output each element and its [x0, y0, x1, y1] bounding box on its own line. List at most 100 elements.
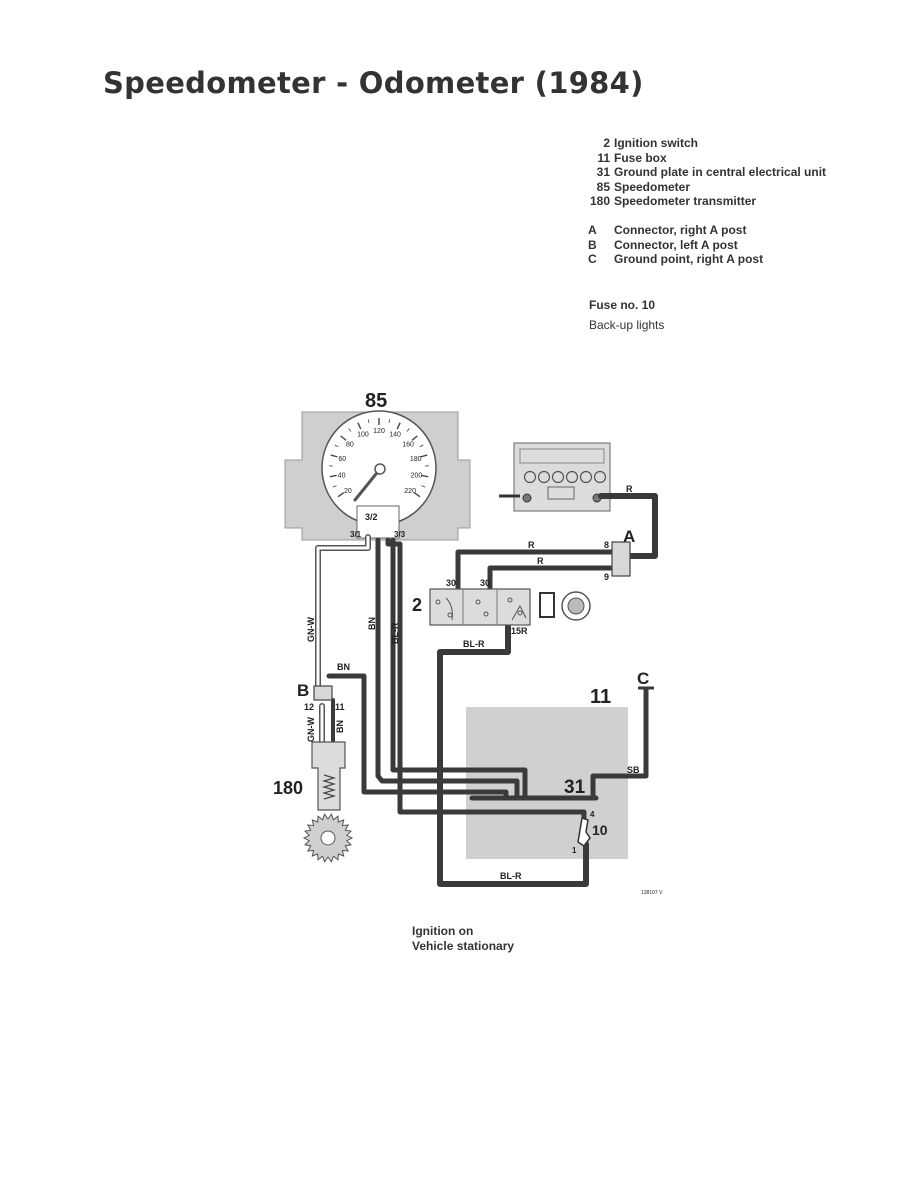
gauge-tick	[332, 485, 337, 488]
gauge-tick-label: 20	[344, 488, 352, 495]
transmitter-coil	[321, 774, 337, 800]
wires	[315, 493, 658, 887]
legend-label: Ground point, right A post	[614, 252, 764, 267]
legend-number: 11	[597, 150, 610, 165]
connector-a-label: A	[623, 527, 635, 546]
wire-label-bn-vertical: BN	[367, 617, 377, 630]
transmitter-number: 180	[273, 778, 303, 798]
pin-label-b-12: 12	[304, 702, 314, 712]
legend-item-fuse-box: 11 Fuse box	[588, 151, 826, 166]
fuse-number-label: Fuse no. 10	[589, 298, 656, 312]
speedometer-needle	[353, 467, 382, 502]
gauge-tick-label: 40	[338, 473, 346, 480]
transmitter-gear	[302, 813, 354, 863]
legend-number: 2	[603, 136, 610, 150]
gauge-tick	[413, 492, 421, 498]
operating-condition: Ignition on Vehicle stationary	[412, 924, 514, 954]
wire-label-r-upper: R	[528, 540, 535, 550]
wire-label-gn-w-lower: GN-W	[306, 717, 316, 742]
legend-letter: C	[588, 252, 597, 267]
fuse-number: 10	[592, 822, 608, 838]
wire-label-bn-top: BN	[337, 662, 350, 672]
wire-bn	[375, 537, 520, 800]
speedometer-tick-marks	[329, 418, 429, 498]
wire-label-bl-r-ignition: BL-R	[463, 639, 485, 649]
gauge-tick-label: 120	[373, 428, 385, 435]
gauge-tick	[348, 428, 352, 432]
wire-label-r-battery: R	[626, 484, 633, 494]
pin-label-a-9: 9	[604, 572, 609, 582]
switch-window	[519, 448, 605, 464]
pin-label-fuse-4: 4	[590, 810, 595, 819]
ignition-switch-body	[429, 588, 531, 626]
pin-label-3-1: 3/1	[350, 530, 362, 539]
gauge-tick	[406, 428, 410, 432]
gauge-tick-label: 100	[357, 432, 369, 439]
gauge-tick-label: 140	[389, 432, 401, 439]
gauge-tick	[330, 454, 338, 458]
switch-slot	[547, 486, 575, 500]
gauge-tick-label: 200	[411, 473, 423, 480]
speedometer-connector-block	[356, 505, 400, 539]
wire-r-battery	[598, 493, 658, 559]
wire-label-bl-r-bottom: BL-R	[500, 871, 522, 881]
legend-number: 85	[596, 179, 610, 194]
wire-label-sb: SB	[627, 765, 640, 775]
speedometer-needle-hub	[374, 463, 386, 475]
gauge-tick	[337, 492, 345, 498]
gauge-tick-label: 220	[404, 488, 416, 495]
switch-cells	[523, 470, 607, 484]
condition-line-ignition: Ignition on	[412, 924, 474, 938]
legend-label: Speedometer	[614, 179, 691, 194]
ground-plate-number: 31	[564, 777, 586, 798]
ignition-switch-number: 2	[412, 595, 422, 615]
pin-label-30a: 30	[446, 578, 456, 588]
legend-label: Ground plate in central electrical unit	[614, 165, 827, 180]
legend-label: Fuse box	[614, 150, 667, 165]
wire-bl-r	[385, 537, 587, 821]
wire-label-gn-w-upper: GN-W	[306, 617, 316, 642]
wire-bn-transmitter	[326, 673, 509, 801]
wire-label-r-lower: R	[537, 556, 544, 566]
legend-label: Connector, right A post	[614, 222, 747, 237]
gauge-tick	[411, 435, 418, 441]
legend-item-ground-point-c: C Ground point, right A post	[588, 252, 826, 267]
ignition-switch-key-slot	[539, 592, 555, 618]
legend-number: 31	[596, 165, 610, 180]
gauge-tick	[357, 422, 362, 430]
speedometer-number: 85	[365, 390, 387, 412]
wire-r-upper	[455, 549, 617, 594]
wire-label-bl-r-vertical: BL-R	[390, 622, 400, 644]
connector-b-label: B	[297, 681, 309, 700]
gauge-tick	[334, 444, 339, 448]
pin-label-30b: 30	[480, 578, 490, 588]
gauge-tick	[329, 474, 337, 478]
wire-r-lower	[487, 565, 617, 594]
pin-label-15r: 15R	[511, 626, 528, 636]
pin-label-3-2: 3/2	[365, 512, 378, 522]
gauge-tick	[340, 435, 347, 441]
wire-label-bn-lower: BN	[335, 720, 345, 733]
pin-label-a-8: 8	[604, 540, 609, 550]
wire-bl-r-fuse-bus	[390, 537, 528, 800]
gauge-tick	[421, 485, 426, 488]
legend-label: Connector, left A post	[614, 237, 738, 252]
gauge-tick-label: 80	[346, 442, 354, 449]
pin-label-3-3: 3/3	[394, 530, 406, 539]
gauge-tick	[396, 422, 401, 430]
gauge-tick-label: 180	[410, 456, 422, 463]
switch-terminal-minus	[522, 493, 532, 503]
fuse-10-symbol	[577, 817, 591, 848]
figure-code: 138107 V	[641, 890, 663, 896]
legend-label: Speedometer transmitter	[614, 194, 757, 209]
pin-label-b-11: 11	[335, 702, 345, 712]
legend-label: Ignition switch	[614, 136, 698, 150]
connector-a	[611, 541, 631, 577]
gear-hub	[320, 830, 336, 846]
gauge-tick	[421, 474, 429, 478]
